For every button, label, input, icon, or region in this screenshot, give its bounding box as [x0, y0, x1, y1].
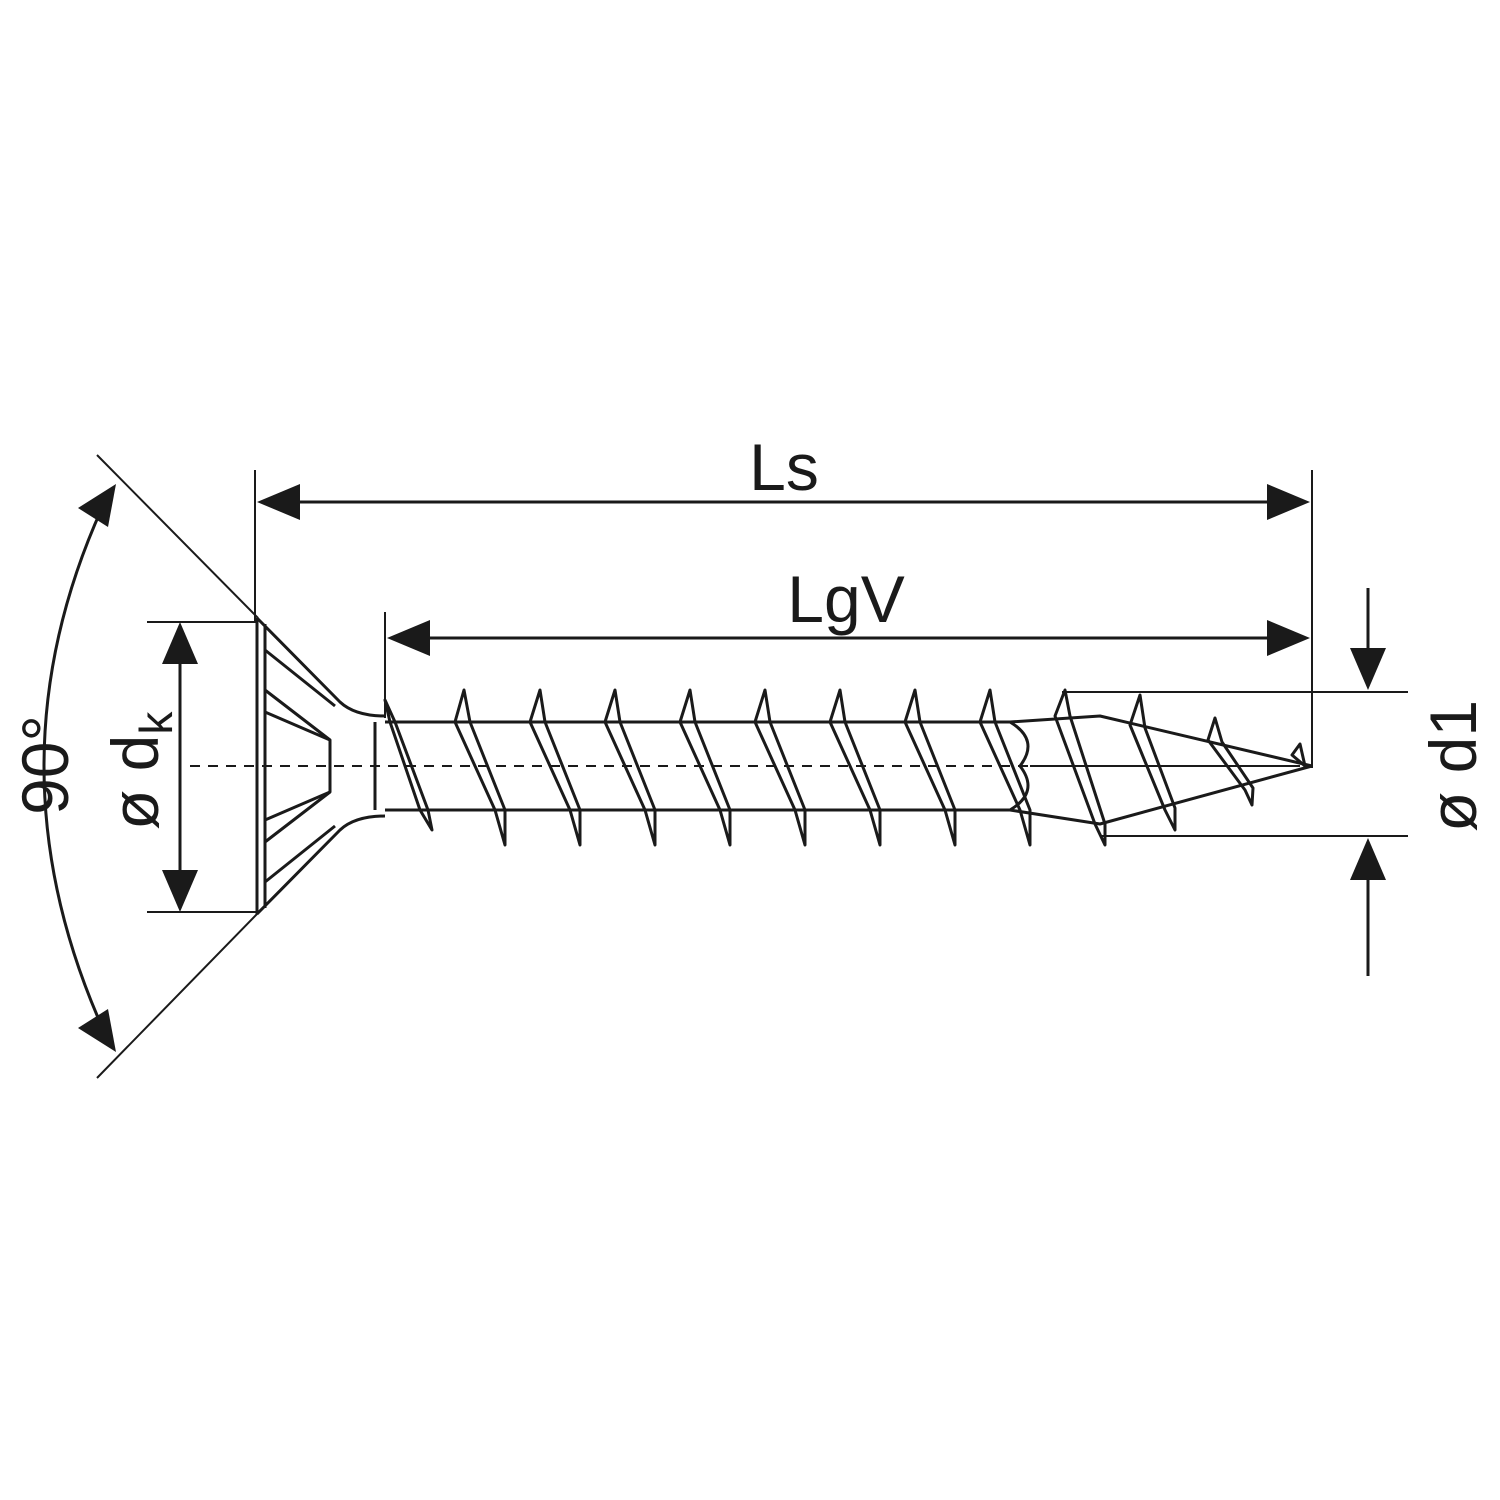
dk-label-subscript: k — [130, 711, 182, 735]
screw-head-line-lower — [264, 824, 336, 884]
lgv-arrowhead-left — [387, 620, 430, 656]
lgv-arrowhead-right — [1267, 620, 1310, 656]
thread-crest-12 — [1206, 716, 1255, 807]
dk-arrowhead-upper — [162, 622, 198, 664]
thread-crest-2 — [453, 688, 507, 847]
drive-recess — [264, 688, 332, 844]
ls-label: Ls — [749, 430, 819, 504]
total-length-dimension: Ls — [254, 430, 1313, 768]
thread-crest-10 — [1053, 688, 1107, 847]
ls-arrowhead-left — [257, 484, 300, 520]
thread-crest-7 — [828, 688, 882, 847]
thread-crest-4 — [603, 688, 657, 847]
angle-arrowhead-upper — [78, 484, 116, 527]
d1-arrowhead-lower — [1350, 838, 1386, 880]
thread-diameter-dimension: ø d1 — [1062, 588, 1490, 976]
drive-recess-inner-lower — [264, 790, 331, 822]
drive-recess-inner-upper — [264, 710, 331, 742]
screw-head-flank-upper — [255, 616, 386, 718]
thread-crest-9 — [978, 688, 1032, 847]
screw — [255, 616, 1313, 916]
thread-crest-8 — [903, 688, 957, 847]
angle-arrowhead-lower — [78, 1009, 116, 1052]
ls-arrowhead-right — [1267, 484, 1310, 520]
thread-crest-6 — [753, 688, 807, 847]
thread-crest-13 — [1290, 742, 1307, 768]
thread-crest-11 — [1128, 693, 1177, 832]
angle-extension-line-lower — [96, 912, 259, 1079]
thread-length-dimension: LgV — [384, 562, 1310, 718]
thread-crest-5 — [678, 688, 732, 847]
screw-head-flank-lower — [255, 814, 386, 916]
d1-label: ø d1 — [1416, 700, 1490, 832]
thread-crest-1 — [383, 698, 434, 832]
thread-crest-3 — [528, 688, 582, 847]
tip-taper-upper — [1009, 714, 1313, 768]
screw-head-line-upper — [264, 648, 336, 708]
thread-crests — [383, 688, 1307, 847]
dk-label-main: ø d — [98, 735, 172, 830]
lgv-label: LgV — [787, 562, 904, 636]
head-angle-dimension: 90° — [8, 454, 259, 1079]
angle-extension-line-upper — [96, 454, 259, 619]
dk-label: ø dk — [98, 711, 182, 830]
head-diameter-dimension: ø dk — [98, 621, 258, 913]
angle-arc — [42, 494, 110, 1041]
angle-label: 90° — [8, 715, 82, 815]
dk-arrowhead-lower — [162, 870, 198, 912]
d1-arrowhead-upper — [1350, 648, 1386, 690]
